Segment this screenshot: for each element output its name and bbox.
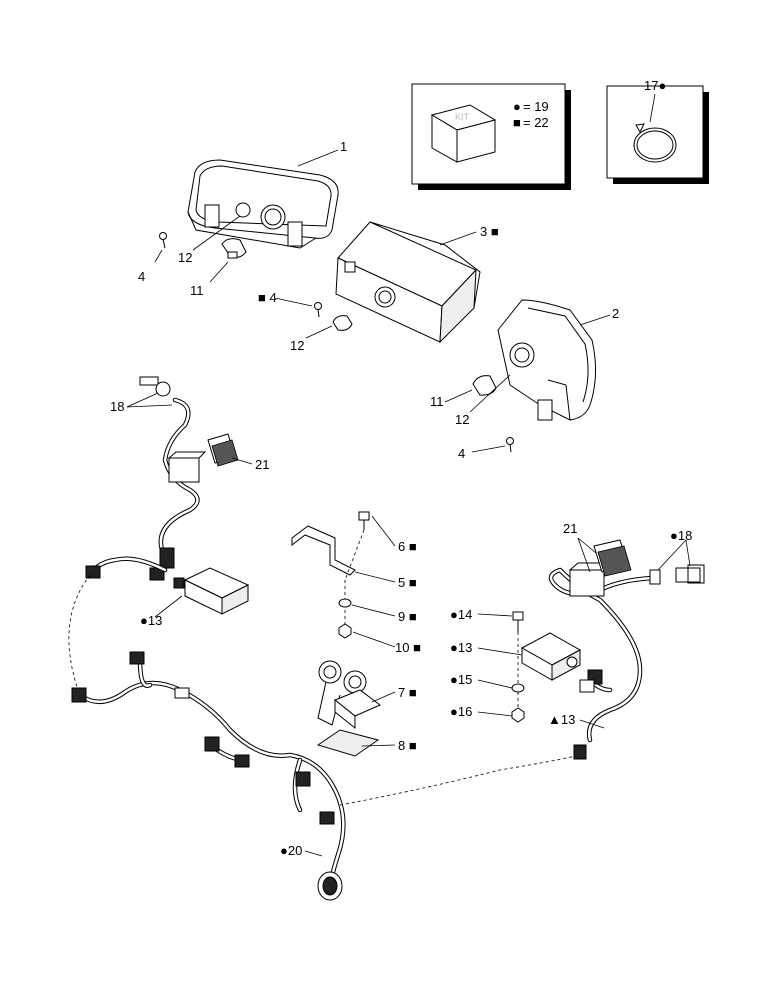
screw-4-left (159, 232, 167, 249)
kit-legend-symbol-2: ■ (513, 115, 521, 130)
hose-clamp-icon (633, 123, 677, 163)
kit-legend-symbol-1: ● (513, 99, 521, 114)
module-13-right (520, 632, 582, 681)
kit-cube-text: KIT (455, 112, 470, 122)
callout-14: ●14 (450, 607, 472, 622)
bulb-12-center (332, 315, 353, 331)
callout-7: 7 ■ (398, 685, 417, 700)
callout-21-left: 21 (255, 457, 269, 472)
callout-16: ●16 (450, 704, 472, 719)
callout-20: ●20 (280, 843, 302, 858)
callout-10: 10 ■ (395, 640, 421, 655)
callout-labels: 1 2 3 ■ 4 ■ 4 4 11 11 12 12 12 18 ●18 21… (110, 139, 692, 858)
callout-4-right: 4 (458, 446, 465, 461)
callout-12-center: 12 (290, 338, 304, 353)
label-plate-21-right (593, 539, 632, 577)
callout-1: 1 (340, 139, 347, 154)
kit-cube-icon: KIT (430, 104, 497, 163)
bulb-18-right (649, 564, 705, 585)
clamp-box: 17● (606, 78, 709, 184)
pad-8 (316, 729, 380, 757)
leader-lines (126, 149, 691, 857)
callout-12-left: 12 (178, 250, 192, 265)
kit-legend-text-2: = 22 (523, 115, 549, 130)
callout-18-right: ●18 (670, 528, 692, 543)
callout-11-right: 11 (430, 394, 444, 409)
bolt-6 (358, 511, 370, 530)
callout-4-left: 4 (138, 269, 145, 284)
nut-16 (511, 707, 525, 723)
wire-harness-main (71, 556, 346, 901)
callout-15: ●15 (450, 672, 472, 687)
callout-8: 8 ■ (398, 738, 417, 753)
callout-13-bottom: ▲13 (548, 712, 575, 727)
washer-9 (338, 598, 352, 608)
lamp-socket-1 (235, 202, 286, 230)
callout-3: 3 ■ (480, 224, 499, 239)
routing-line-left (68, 574, 91, 691)
callout-18-left: 18 (110, 399, 124, 414)
nut-10 (338, 623, 352, 639)
lamp-housing-1 (187, 159, 339, 249)
callout-21-right: 21 (563, 521, 577, 536)
bulb-11-right (472, 375, 497, 396)
connector-20 (317, 871, 343, 901)
screw-4-right (506, 437, 514, 453)
kit-legend-text-1: = 19 (523, 99, 549, 114)
wire-harness-left-upper (158, 397, 207, 569)
callout-4-center: ■ 4 (258, 290, 277, 305)
bulb-11-left (221, 238, 247, 259)
bracket-5 (291, 525, 356, 576)
callout-2: 2 (612, 306, 619, 321)
relay-7 (317, 660, 381, 730)
callout-17: 17● (644, 78, 666, 93)
routing-line-bottom (339, 754, 581, 806)
callout-9: 9 ■ (398, 609, 417, 624)
lamp-housing-2 (497, 299, 597, 421)
callout-11-left: 11 (190, 283, 204, 298)
screw-4-center (314, 302, 322, 318)
callout-6: 6 ■ (398, 539, 417, 554)
callout-13-left: ●13 (140, 613, 162, 628)
callout-13-right: ●13 (450, 640, 472, 655)
bolt-axis-line (344, 529, 365, 581)
label-plate-21-left (207, 433, 239, 467)
kit-box: KIT ● = 19 ■ = 22 (411, 83, 571, 190)
bulb-18-left (139, 376, 171, 397)
screw-14 (512, 611, 524, 632)
callout-12-right: 12 (455, 412, 469, 427)
washer-15 (511, 683, 525, 693)
lamp-housing-3 (335, 221, 481, 344)
callout-5: 5 ■ (398, 575, 417, 590)
module-13-left (149, 567, 250, 615)
